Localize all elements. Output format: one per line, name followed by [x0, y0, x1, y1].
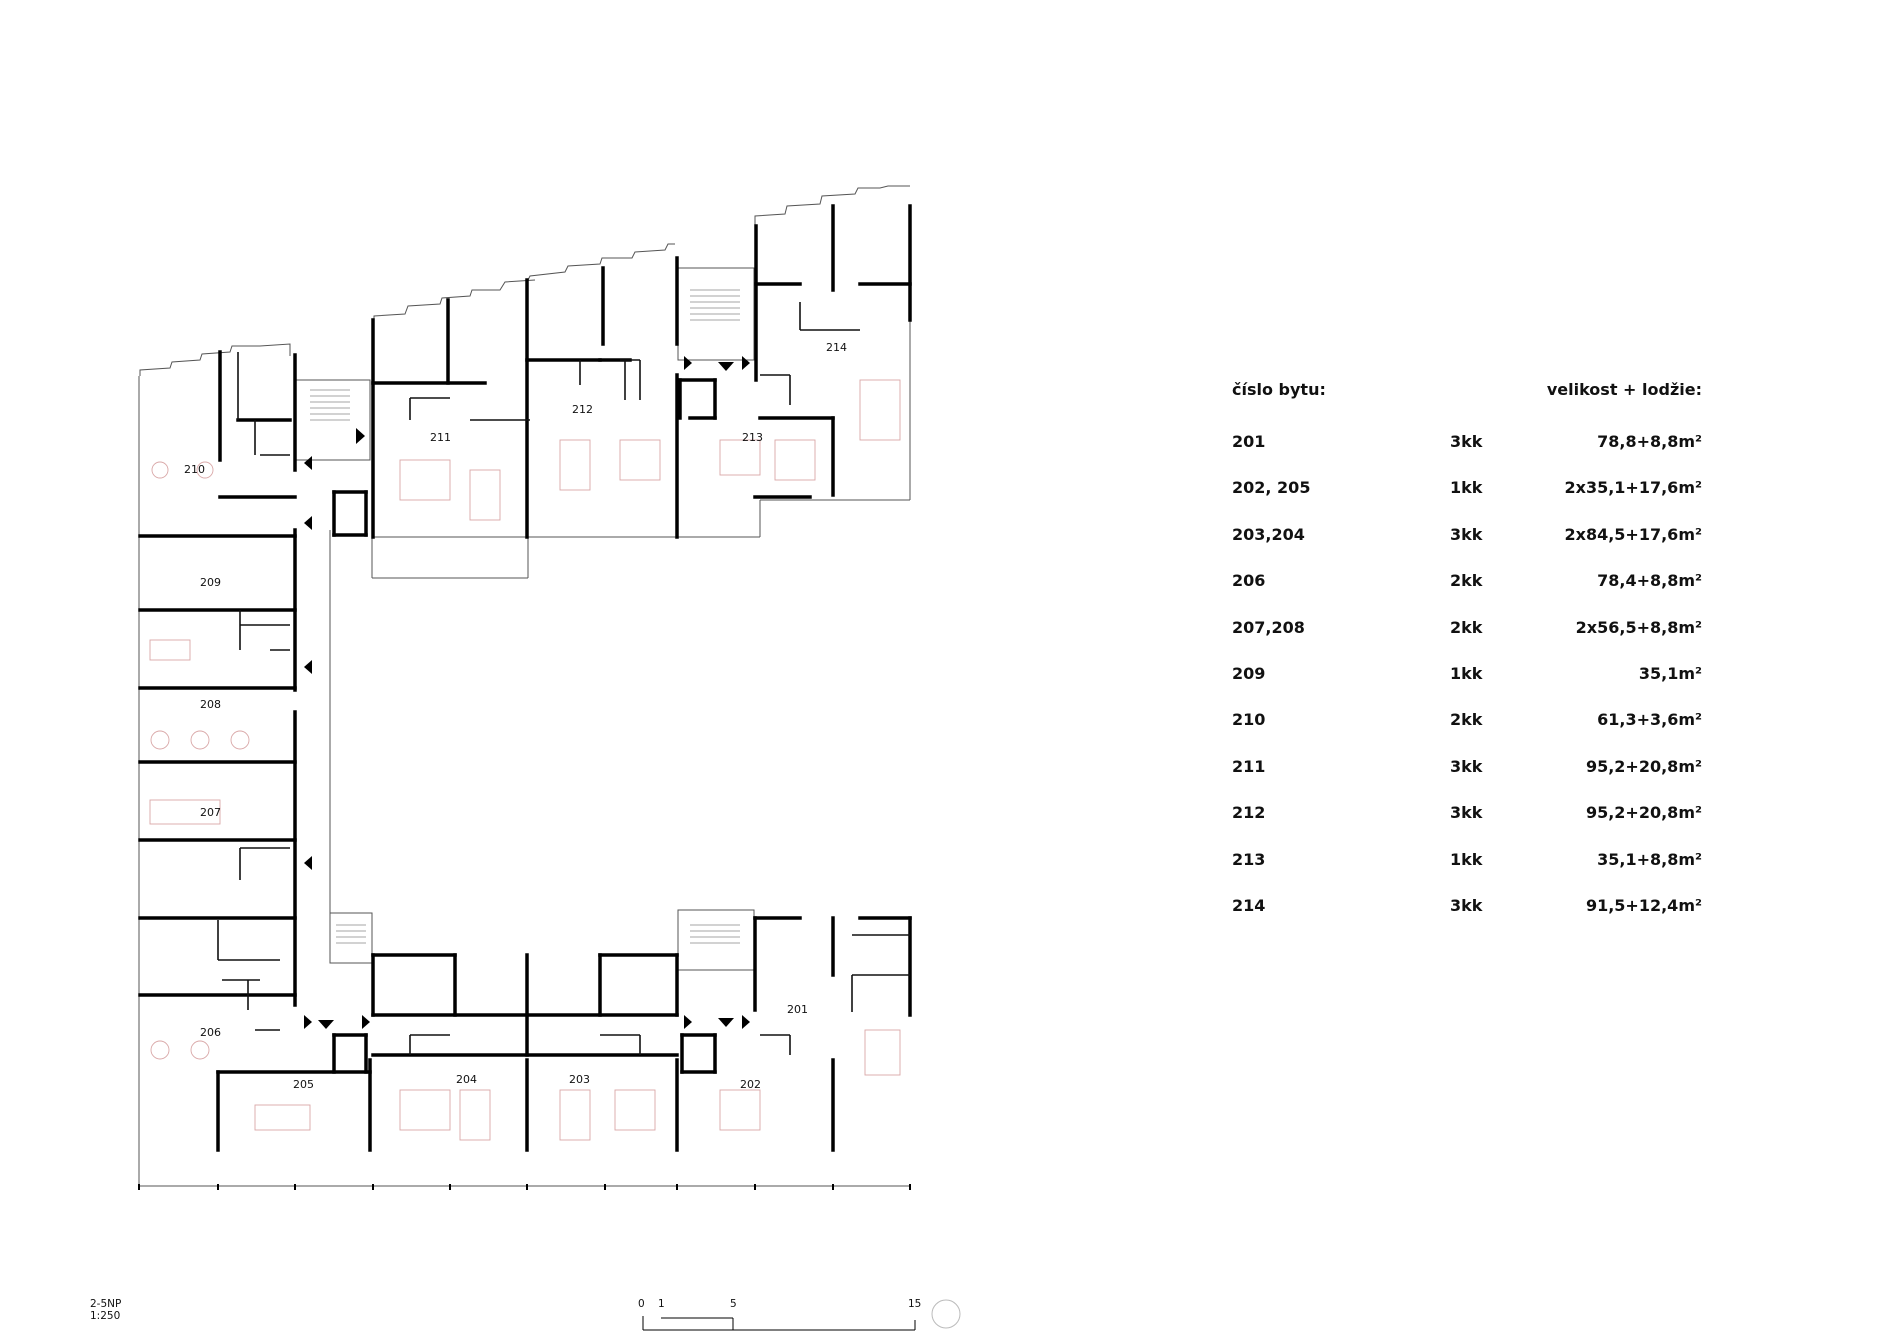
legend-number: 201	[1232, 432, 1266, 451]
unit-label-202: 202	[740, 1078, 761, 1091]
legend-row: 210 2kk 61,3+3,6m²	[1232, 710, 1702, 756]
legend-type: 3kk	[1450, 756, 1483, 776]
unit-label-206: 206	[200, 1026, 221, 1039]
unit-label-210: 210	[184, 463, 205, 476]
legend-row: 209 1kk 35,1m²	[1232, 664, 1702, 710]
legend-number: 203,204	[1232, 524, 1305, 544]
legend-number: 206	[1232, 571, 1266, 591]
legend-type: 3kk	[1450, 432, 1483, 451]
legend-row: 202, 205 1kk 2x35,1+17,6m²	[1232, 478, 1702, 524]
unit-label-212: 212	[572, 403, 593, 416]
legend-type: 3kk	[1450, 895, 1483, 915]
floor-caption: 2-5NP 1:250	[90, 1298, 121, 1322]
legend-number: 210	[1232, 710, 1266, 730]
legend-size: 2x35,1+17,6m²	[1564, 478, 1703, 498]
legend-type: 2kk	[1450, 617, 1483, 637]
unit-label-214: 214	[826, 341, 847, 354]
legend-size: 78,8+8,8m²	[1597, 432, 1702, 451]
legend-size: 95,2+20,8m²	[1585, 803, 1702, 823]
legend-row: 207,208 2kk 2x56,5+8,8m²	[1232, 618, 1702, 664]
north-arrow-icon	[931, 1299, 961, 1329]
legend-number: 211	[1232, 756, 1266, 776]
legend-size: 35,1m²	[1638, 663, 1702, 683]
legend-size: 78,4+8,8m²	[1597, 571, 1702, 591]
legend-number: 212	[1232, 803, 1266, 823]
unit-label-203: 203	[569, 1073, 590, 1086]
unit-label-208: 208	[200, 698, 221, 711]
legend-row: 212 3kk 95,2+20,8m²	[1232, 803, 1702, 849]
legend-number: 214	[1232, 895, 1266, 915]
legend-type: 1kk	[1450, 478, 1483, 498]
scale-label-1: 1	[658, 1298, 665, 1310]
legend-number: 207,208	[1232, 617, 1305, 637]
legend-number: 213	[1232, 849, 1266, 869]
legend-row: 203,204 3kk 2x84,5+17,6m²	[1232, 525, 1702, 571]
unit-label-201: 201	[787, 1003, 808, 1016]
legend-type: 1kk	[1450, 663, 1483, 683]
legend-type: 1kk	[1450, 849, 1483, 869]
legend-row: 201 3kk 78,8+8,8m²	[1232, 432, 1702, 478]
scale-label-0: 0	[638, 1298, 645, 1310]
legend-size: 91,5+12,4m²	[1585, 895, 1702, 915]
unit-label-205: 205	[293, 1078, 314, 1091]
scale-label-15: 15	[908, 1298, 922, 1310]
legend-header-number: číslo bytu:	[1232, 380, 1326, 399]
plan-scale: 1:250	[90, 1310, 121, 1322]
legend-size: 2x84,5+17,6m²	[1564, 524, 1703, 544]
legend-header-size: velikost + lodžie:	[1546, 380, 1702, 399]
scale-bar	[642, 1299, 961, 1331]
legend-row: 214 3kk 91,5+12,4m²	[1232, 896, 1702, 942]
legend-size: 61,3+3,6m²	[1597, 710, 1702, 730]
unit-label-204: 204	[456, 1073, 477, 1086]
legend-header: číslo bytu: velikost + lodžie:	[1232, 380, 1702, 432]
legend-number: 202, 205	[1232, 478, 1311, 498]
scale-label-5: 5	[730, 1298, 737, 1310]
legend-row: 213 1kk 35,1+8,8m²	[1232, 850, 1702, 896]
legend-type: 2kk	[1450, 571, 1483, 591]
apartment-legend-table: číslo bytu: velikost + lodžie: 201 3kk 78,…	[1232, 380, 1702, 942]
legend-size: 35,1+8,8m²	[1597, 849, 1702, 869]
unit-label-209: 209	[200, 576, 221, 589]
legend-type: 3kk	[1450, 524, 1483, 544]
unit-label-207: 207	[200, 806, 221, 819]
legend-type: 2kk	[1450, 710, 1483, 730]
legend-size: 95,2+20,8m²	[1585, 756, 1702, 776]
unit-label-213: 213	[742, 431, 763, 444]
legend-size: 2x56,5+8,8m²	[1575, 617, 1702, 637]
legend-row: 206 2kk 78,4+8,8m²	[1232, 571, 1702, 617]
floor-name: 2-5NP	[90, 1298, 122, 1310]
legend-type: 3kk	[1450, 803, 1483, 823]
unit-label-211: 211	[430, 431, 451, 444]
legend-row: 211 3kk 95,2+20,8m²	[1232, 757, 1702, 803]
legend-number: 209	[1232, 663, 1266, 683]
